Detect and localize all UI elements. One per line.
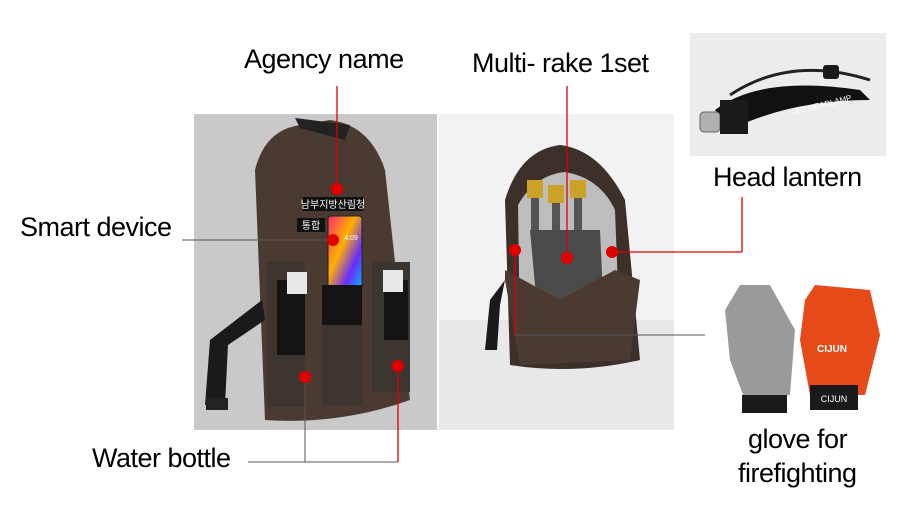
callout-lines xyxy=(336,86,743,462)
label-water-bottle: Water bottle xyxy=(92,443,231,473)
backpack-open-photo xyxy=(439,114,674,430)
glove-brand-bottom: CIJUN xyxy=(821,394,848,404)
leader-lines xyxy=(182,239,705,463)
gloves-photo: CIJUN CIJUN xyxy=(725,285,880,413)
smartphone xyxy=(327,215,363,293)
callout-dots xyxy=(299,183,618,383)
backpack-front-photo: 남부지방산림청 통합 4:09 xyxy=(194,114,437,430)
label-glove-line2: firefighting xyxy=(738,458,857,488)
label-smart-device: Smart device xyxy=(20,212,172,242)
headlamp-photo: LED HEADLAMP xyxy=(690,33,886,156)
phone-time: 4:09 xyxy=(344,235,358,242)
second-patch-text: 통합 xyxy=(302,220,320,232)
label-multi-rake: Multi- rake 1set xyxy=(472,48,649,78)
glove-brand-back: CIJUN xyxy=(817,344,847,355)
label-agency-name: Agency name xyxy=(244,44,404,74)
agency-patch-text: 남부지방산림청 xyxy=(301,199,365,211)
label-glove-line1: glove for xyxy=(748,424,848,454)
label-head-lantern: Head lantern xyxy=(713,162,862,192)
